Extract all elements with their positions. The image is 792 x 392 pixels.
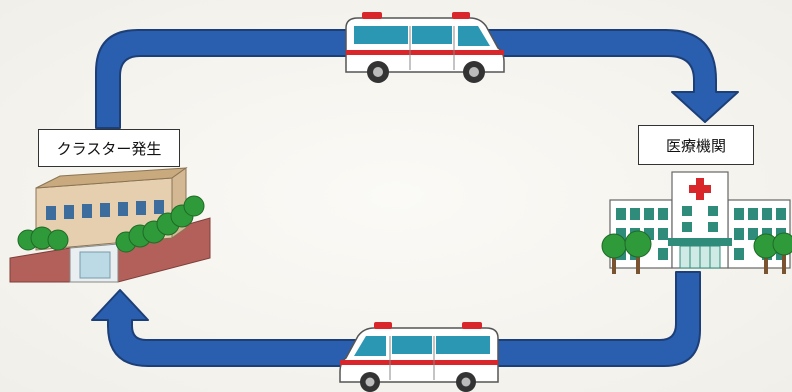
medical-institution-label: 医療機関 [638, 125, 754, 165]
cluster-occurrence-label: クラスター発生 [38, 129, 180, 167]
ambulance-icon [346, 12, 504, 83]
ambulance-icon [340, 322, 498, 392]
